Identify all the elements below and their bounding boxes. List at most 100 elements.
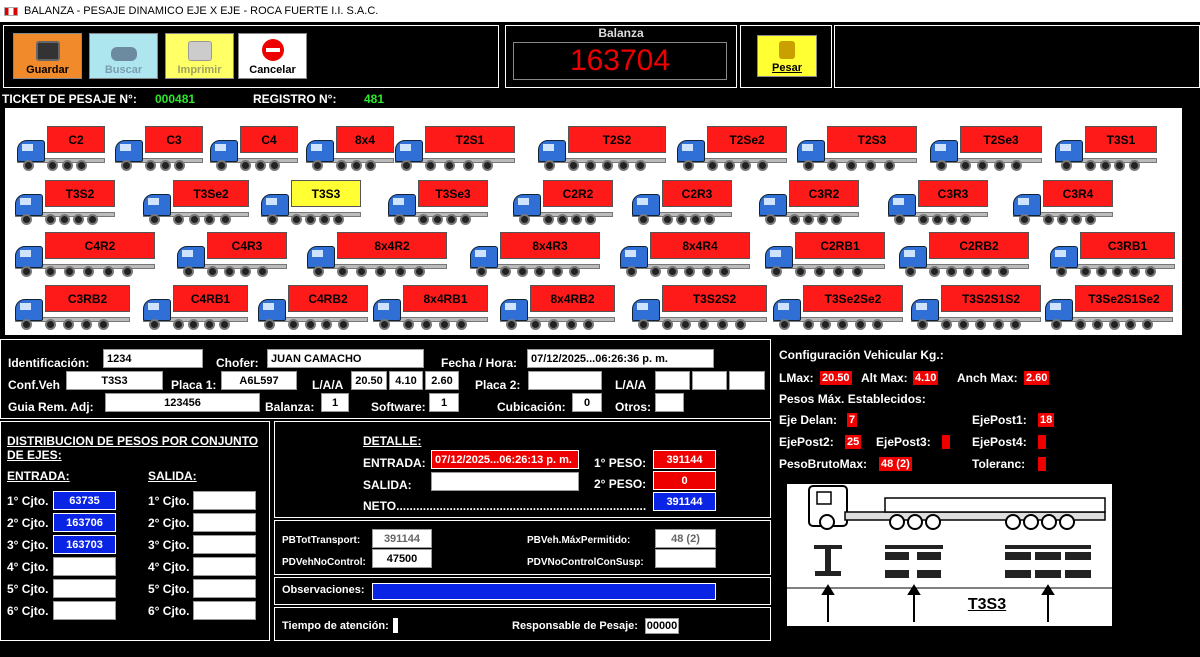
vehicle-c3[interactable]: C3 <box>115 126 203 172</box>
vehicle-c3rb1[interactable]: C3RB1 <box>1050 232 1175 278</box>
largo-input[interactable]: 20.50 <box>351 371 387 390</box>
wheel <box>662 319 673 330</box>
vehicle-t3s2s1s2[interactable]: T3S2S1S2 <box>911 285 1041 331</box>
vehicle-c4r2[interactable]: C4R2 <box>15 232 155 278</box>
wheel <box>626 266 637 277</box>
guia-input[interactable]: 123456 <box>105 393 260 412</box>
vehicle-t2se3[interactable]: T2Se3 <box>930 126 1042 172</box>
buscar-button[interactable]: Buscar <box>89 33 158 79</box>
vehicle-t3s3[interactable]: T3S3 <box>261 180 361 226</box>
vehicle-8x4rb1[interactable]: 8x4RB1 <box>373 285 488 331</box>
fecha-input[interactable]: 07/12/2025...06:26:36 p. m. <box>527 349 714 368</box>
confveh-input[interactable]: T3S3 <box>66 371 163 390</box>
vehicle-label: C4RB1 <box>173 285 248 312</box>
cab-window <box>935 144 946 151</box>
truck-cab-icon <box>1055 140 1083 162</box>
salida-row-value[interactable] <box>193 535 256 554</box>
entrada-row-value[interactable]: 63735 <box>53 491 116 510</box>
entrada-row-value[interactable]: 163706 <box>53 513 116 532</box>
pdsusp-value[interactable] <box>655 549 716 568</box>
chofer-input[interactable]: JUAN CAMACHO <box>267 349 424 368</box>
detalle-salida-label: SALIDA: <box>363 478 412 492</box>
balanza-input[interactable]: 1 <box>321 393 349 412</box>
entrada-row-value[interactable] <box>53 557 116 576</box>
otros-input[interactable] <box>655 393 684 412</box>
vehicle-c4[interactable]: C4 <box>210 126 298 172</box>
entrada-row-value[interactable]: 163703 <box>53 535 116 554</box>
vehicle-t3se3[interactable]: T3Se3 <box>388 180 488 226</box>
wheel <box>288 319 299 330</box>
vehicle-t3s2[interactable]: T3S2 <box>15 180 115 226</box>
vehicle-8x4r3[interactable]: 8x4R3 <box>470 232 600 278</box>
vehicle-c2[interactable]: C2 <box>17 126 105 172</box>
wheel <box>789 214 800 225</box>
vehicle-c2rb2[interactable]: C2RB2 <box>899 232 1029 278</box>
detalle-entrada-input[interactable]: 07/12/2025...06:26:13 p. m. <box>431 450 579 469</box>
vehicle-t2s3[interactable]: T2S3 <box>797 126 917 172</box>
wheel <box>149 319 160 330</box>
wheel <box>585 214 596 225</box>
identificacion-input[interactable]: 1234 <box>103 349 203 368</box>
software-input[interactable]: 1 <box>429 393 459 412</box>
pdveh-value[interactable]: 47500 <box>372 549 432 568</box>
guardar-button[interactable]: Guardar <box>13 33 82 79</box>
obs-input[interactable] <box>372 583 716 600</box>
detalle-salida-input[interactable] <box>431 472 579 491</box>
registro-value: 481 <box>364 92 385 106</box>
salida-row-value[interactable] <box>193 601 256 620</box>
salida-row-value[interactable] <box>193 513 256 532</box>
placa2-input[interactable] <box>528 371 602 390</box>
truck-cab-icon <box>538 140 566 162</box>
pesar-button[interactable]: Pesar <box>757 35 817 77</box>
wheel <box>59 214 70 225</box>
cubicacion-input[interactable]: 0 <box>572 393 602 412</box>
vehicle-8x4r2[interactable]: 8x4R2 <box>307 232 447 278</box>
vehicle-c2r3[interactable]: C2R3 <box>632 180 732 226</box>
vehicle-c4rb2[interactable]: C4RB2 <box>258 285 368 331</box>
vehicle-t3se2se2[interactable]: T3Se2Se2 <box>773 285 903 331</box>
vehicle-t3se2s1se2[interactable]: T3Se2S1Se2 <box>1045 285 1173 331</box>
vehicle-c3r3[interactable]: C3R3 <box>888 180 988 226</box>
largo2-input[interactable] <box>655 371 690 390</box>
vehicle-t2s2[interactable]: T2S2 <box>538 126 666 172</box>
pdsusp-label: PDVNoControlConSusp: <box>527 557 644 568</box>
tiempo-input[interactable] <box>393 618 398 633</box>
vehicle-8x4r4[interactable]: 8x4R4 <box>620 232 750 278</box>
cancelar-button[interactable]: Cancelar <box>238 33 307 79</box>
vehicle-c3r4[interactable]: C3R4 <box>1013 180 1113 226</box>
entrada-row-value[interactable] <box>53 601 116 620</box>
truck-cab-icon <box>1050 246 1078 268</box>
cab-window <box>120 144 131 151</box>
vehicle-t3s1[interactable]: T3S1 <box>1055 126 1157 172</box>
vehicle-t2se2[interactable]: T2Se2 <box>677 126 787 172</box>
wheel <box>1145 266 1156 277</box>
vehicle-c2r2[interactable]: C2R2 <box>513 180 613 226</box>
vehicle-t3se2[interactable]: T3Se2 <box>143 180 249 226</box>
alto2-input[interactable] <box>692 371 727 390</box>
vehicle-label: T3S3 <box>291 180 361 207</box>
vehicle-8x4rb2[interactable]: 8x4RB2 <box>500 285 615 331</box>
vehicle-c3rb2[interactable]: C3RB2 <box>15 285 130 331</box>
salida-row-value[interactable] <box>193 579 256 598</box>
wheel <box>45 266 56 277</box>
vehicle-c4rb1[interactable]: C4RB1 <box>143 285 248 331</box>
vehicle-t2s1[interactable]: T2S1 <box>395 126 515 172</box>
salida-row-value[interactable] <box>193 557 256 576</box>
entrada-row-value[interactable] <box>53 579 116 598</box>
vehicle-c4r3[interactable]: C4R3 <box>177 232 287 278</box>
resp-input[interactable]: 00000 <box>645 618 679 634</box>
wheel <box>571 214 582 225</box>
vehicle-t3s2s2[interactable]: T3S2S2 <box>632 285 767 331</box>
vehicle-c2rb1[interactable]: C2RB1 <box>765 232 885 278</box>
ancho2-input[interactable] <box>729 371 765 390</box>
vehicle-8x4[interactable]: 8x4 <box>306 126 394 172</box>
salida-row-value[interactable] <box>193 491 256 510</box>
placa1-input[interactable]: A6L597 <box>221 371 297 390</box>
wheel <box>189 214 200 225</box>
alto-input[interactable]: 4.10 <box>389 371 423 390</box>
ancho-input[interactable]: 2.60 <box>425 371 459 390</box>
vehicle-c3r2[interactable]: C3R2 <box>759 180 859 226</box>
imprimir-button[interactable]: Imprimir <box>165 33 234 79</box>
truck-cab-icon <box>797 140 825 162</box>
vehicle-label: T3S2S1S2 <box>941 285 1041 312</box>
